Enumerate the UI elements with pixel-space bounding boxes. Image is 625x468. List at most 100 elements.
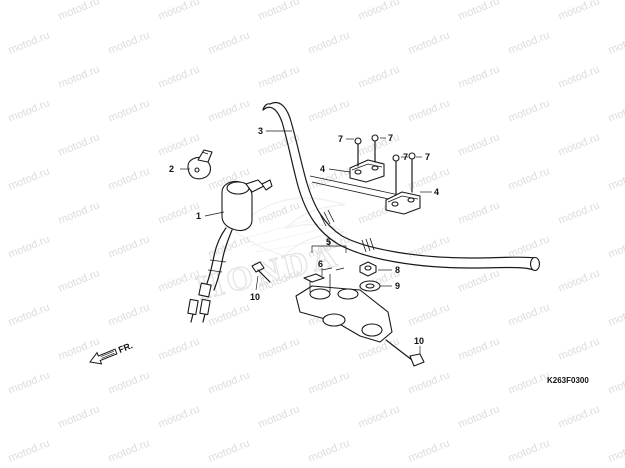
watermark-text-22: motod.ru [107,97,152,124]
watermark-text-56: motod.ru [0,267,1,294]
callout-4-lower: 4 [434,187,439,197]
watermark-text-89: motod.ru [457,403,502,430]
watermark-text-97: motod.ru [607,437,625,464]
callout-7-b: 7 [388,133,393,143]
watermark-text-63: motod.ru [7,301,52,328]
watermark-text-81: motod.ru [407,369,452,396]
watermark-text-25: motod.ru [407,97,452,124]
watermark-text-6: motod.ru [557,0,602,23]
watermark-text-9: motod.ru [207,29,252,56]
watermark-text-42: motod.ru [0,199,1,226]
watermark-text-30: motod.ru [157,131,202,158]
watermark-text-24: motod.ru [307,97,352,124]
watermark-text-38: motod.ru [307,165,352,192]
watermark-text-55: motod.ru [607,233,625,260]
watermark-text-65: motod.ru [207,301,252,328]
watermark-text-62: motod.ru [557,267,602,294]
watermark-text-7: motod.ru [7,29,52,56]
watermark-text-40: motod.ru [507,165,552,192]
callout-4-upper: 4 [320,164,325,174]
callout-10-upper: 10 [250,292,260,302]
watermark-text-84: motod.ru [0,403,1,430]
bolt-10-lower [385,339,425,367]
watermark-text-47: motod.ru [457,199,502,226]
watermark-text-43: motod.ru [57,199,102,226]
callout-9: 9 [395,281,400,291]
watermark-text-86: motod.ru [157,403,202,430]
watermark-text-10: motod.ru [307,29,352,56]
bolt-7-a [354,137,362,167]
callout-10-lower: 10 [414,336,424,346]
watermark-text-13: motod.ru [607,29,625,56]
bolt-7-b [371,134,379,163]
callout-2: 2 [169,164,174,174]
watermark-text-5: motod.ru [457,0,502,23]
watermark-text-61: motod.ru [457,267,502,294]
watermark-text-70: motod.ru [0,335,1,362]
watermark-text-18: motod.ru [357,63,402,90]
watermark-text-92: motod.ru [107,437,152,464]
watermark-text-16: motod.ru [157,63,202,90]
callout-7-a: 7 [338,134,343,144]
watermark-text-88: motod.ru [357,403,402,430]
wing-logo-watermark-icon [235,197,346,257]
watermark-text-79: motod.ru [207,369,252,396]
bolt-7-d [408,152,416,193]
watermark-text-17: motod.ru [257,63,302,90]
watermark-text-85: motod.ru [57,403,102,430]
watermark-text-68: motod.ru [507,301,552,328]
key-icon [187,149,213,180]
watermark-text-4: motod.ru [357,0,402,23]
watermark-text-95: motod.ru [407,437,452,464]
upper-holder-left [349,159,385,183]
watermark-text-26: motod.ru [507,97,552,124]
watermark-text-73: motod.ru [257,335,302,362]
watermark-text-19: motod.ru [457,63,502,90]
callout-7-d: 7 [425,152,430,162]
watermark-text-77: motod.ru [7,369,52,396]
callout-5: 5 [326,237,331,247]
watermark-text-49: motod.ru [7,233,52,260]
watermark-text-35: motod.ru [7,165,52,192]
watermark-text-27: motod.ru [607,97,625,124]
watermark-text-12: motod.ru [507,29,552,56]
leader-lines [180,130,432,354]
watermark-text-69: motod.ru [607,301,625,328]
callout-7-c: 7 [403,152,408,162]
watermark-text-36: motod.ru [107,165,152,192]
lower-holder-top-bridge [295,267,393,343]
handlebar [262,101,541,272]
watermark-text-3: motod.ru [257,0,302,23]
washer-9 [359,280,381,292]
callout-1: 1 [196,211,201,221]
watermark-text-45: motod.ru [257,199,302,226]
watermark-text-28: motod.ru [0,131,1,158]
watermark-text-50: motod.ru [107,233,152,260]
callout-8: 8 [395,265,400,275]
diagram-code: K263F0300 [547,376,589,385]
front-arrow-label: FR. [117,340,134,355]
watermark-text-64: motod.ru [107,301,152,328]
watermark-text-20: motod.ru [557,63,602,90]
watermark-text-32: motod.ru [357,131,402,158]
watermark-text-87: motod.ru [257,403,302,430]
watermark-text-48: motod.ru [557,199,602,226]
callouts: 3 2 1 4 4 7 7 7 7 5 6 8 9 10 10 [169,126,439,346]
watermark-text-29: motod.ru [57,131,102,158]
watermark-text-72: motod.ru [157,335,202,362]
watermark-text-2: motod.ru [157,0,202,23]
watermark-text-83: motod.ru [607,369,625,396]
watermark-text-76: motod.ru [557,335,602,362]
watermark-text-96: motod.ru [507,437,552,464]
bolt-10-upper [251,261,271,283]
callout-3: 3 [258,126,263,136]
watermark-text-8: motod.ru [107,29,152,56]
watermark-text-1: motod.ru [57,0,102,23]
watermark-text-21: motod.ru [7,97,52,124]
watermark-text-39: motod.ru [407,165,452,192]
ignition-switch [187,179,273,323]
bolt-7-c [392,154,400,195]
watermark-text-75: motod.ru [457,335,502,362]
watermark-text-90: motod.ru [557,403,602,430]
